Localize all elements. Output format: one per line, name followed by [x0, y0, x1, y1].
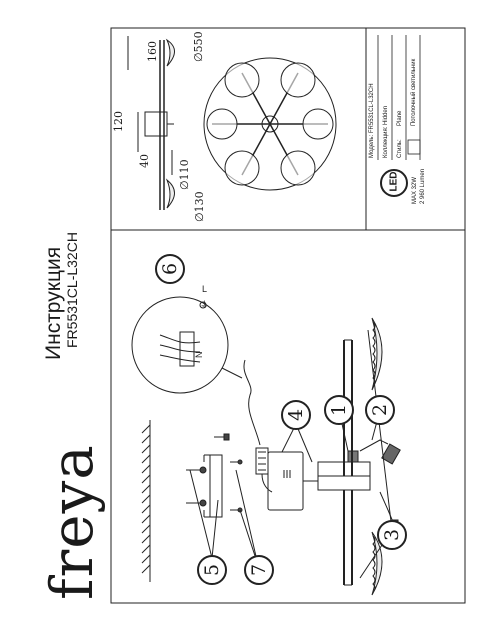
spec-lumen: 2 960 Lumen [420, 168, 426, 204]
leader-5 [211, 499, 219, 559]
label-n: N [194, 352, 204, 359]
led-badge: LED [380, 169, 408, 197]
mounting-bracket [203, 454, 223, 518]
callout-2: 2 [365, 395, 395, 425]
dim-40: 40 [138, 154, 151, 168]
fixture-outline [203, 57, 337, 191]
screws [186, 433, 243, 513]
callout-4: 4 [281, 400, 311, 430]
spec-model: Модель: FR5531CL-L32CH [369, 83, 375, 158]
label-earth: ⏚ [200, 300, 209, 311]
callout-3: 3 [377, 520, 407, 550]
spec-type: Потолочный светильник [411, 58, 417, 126]
spec-style-label: Стиль: [397, 139, 403, 158]
dim-120: 120 [112, 111, 125, 132]
callout-6: 6 [155, 254, 185, 284]
cable-down [261, 473, 273, 493]
dim-160: 160 [146, 41, 159, 62]
label-l: L [202, 284, 207, 294]
model-number: FR5531CL-L32CH [64, 232, 80, 348]
side-shade-bottom [165, 178, 175, 209]
lead-wire [379, 491, 394, 523]
spec-collection: Коллекция: Hidden [383, 105, 389, 158]
ceiling-lamp-icon [407, 139, 421, 155]
side-shade-top [165, 38, 175, 67]
spec-table-lines [377, 35, 421, 160]
callout-1: 1 [324, 395, 354, 425]
wire-n [159, 344, 201, 353]
driver [381, 443, 401, 465]
leader-4 [295, 423, 313, 463]
callout-5: 5 [197, 555, 227, 585]
canopy-vents [283, 470, 291, 478]
shade-bottom [371, 531, 383, 596]
canopy-body [267, 451, 304, 511]
wire-l [159, 334, 201, 344]
brand-logo: freya [38, 444, 106, 600]
dim-130: ∅130 [193, 191, 206, 222]
wiring-zoom [131, 296, 229, 394]
shade-top [371, 317, 383, 391]
dim-550: ∅550 [192, 31, 205, 62]
wire-earth [159, 354, 201, 363]
driver-lead [359, 439, 389, 452]
page-title: Инструкция [42, 246, 65, 360]
leader-7 [235, 469, 259, 566]
callout-7: 7 [244, 555, 274, 585]
supply-cable [243, 359, 261, 446]
dim-110: ∅110 [178, 159, 191, 190]
fixture-shades [206, 62, 334, 186]
spec-style-value: Plane [397, 110, 403, 126]
page-frame [110, 27, 466, 604]
zoom-terminal [179, 331, 195, 367]
spec-power: MAX 32W [412, 176, 418, 204]
ceiling-hatch [141, 420, 151, 582]
